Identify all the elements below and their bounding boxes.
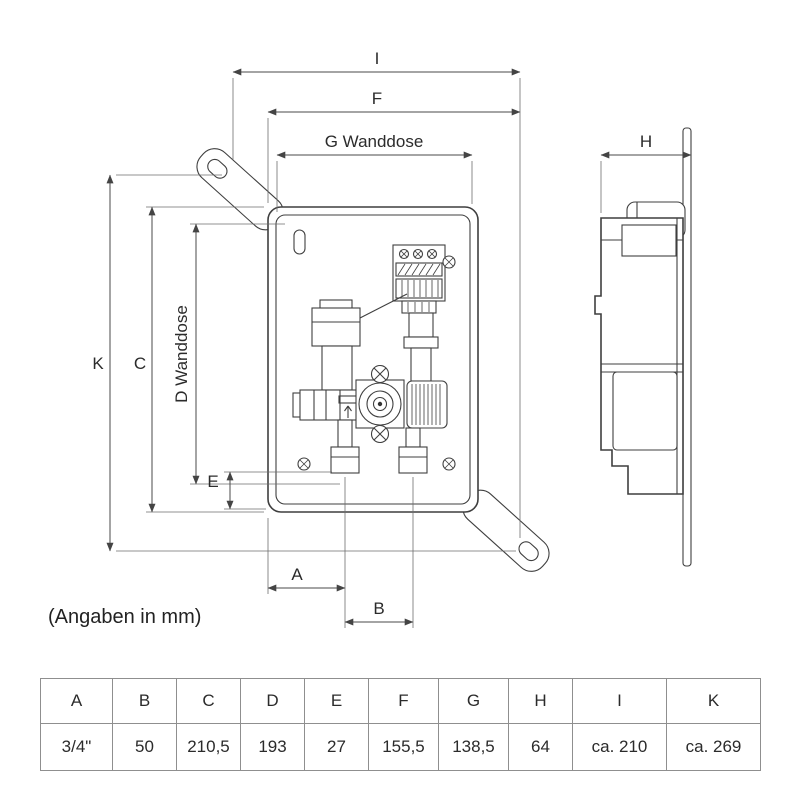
table-header-cell: D [240,678,305,724]
dim-label-e: E [207,472,218,491]
valve-assembly [355,364,448,444]
side-body [594,217,684,495]
dim-label-c: C [134,354,146,373]
table-header-cell: E [304,678,369,724]
outlet-ports [330,419,428,474]
units-note: (Angaben in mm) [48,606,202,628]
connector-stem [401,300,439,382]
left-inlet-assembly [292,293,408,421]
table-value-cell: 64 [508,723,573,771]
table-value-cell: ca. 210 [572,723,667,771]
screw-icon [442,457,456,471]
bleed-screw-icon [370,364,390,384]
table-value-cell: 3/4" [40,723,113,771]
table-header-cell: G [438,678,509,724]
table-value-cell: 138,5 [438,723,509,771]
front-view [196,148,550,572]
table-header-cell: C [176,678,241,724]
terminal-block [392,244,446,302]
table-header-row: A B C D E F G H I K [40,678,761,724]
wall-plate [682,127,692,567]
table-value-cell: 155,5 [368,723,439,771]
table-value-row: 3/4" 50 210,5 193 27 155,5 138,5 64 ca. … [40,723,761,771]
dim-label-k: K [92,354,104,373]
table-value-cell: 50 [112,723,177,771]
flow-arrow-icon [344,405,352,418]
table-header-cell: F [368,678,439,724]
dim-label-i: I [375,49,380,68]
table-header-cell: K [666,678,761,724]
dim-label-f: F [372,89,382,108]
dim-label-h: H [640,132,652,151]
table-header-cell: A [40,678,113,724]
bleed-screw-icon [370,424,390,444]
dimensions-table: A B C D E F G H I K 3/4" 50 210,5 193 27… [40,678,761,771]
table-value-cell: ca. 269 [666,723,761,771]
dim-label-a: A [291,565,303,584]
table-value-cell: 193 [240,723,305,771]
screw-icon [297,457,311,471]
side-view [594,127,692,567]
screw-icon [442,255,456,269]
bracket-slot [207,158,228,179]
ribbed-cartridge [406,380,448,429]
table-header-cell: H [508,678,573,724]
keyhole-slot [293,229,306,255]
table-header-cell: I [572,678,667,724]
dim-label-b: B [373,599,384,618]
table-header-cell: B [112,678,177,724]
dim-label-g-wanddose: G Wanddose [325,132,424,151]
bracket-slot [518,541,539,562]
table-value-cell: 210,5 [176,723,241,771]
dimension-lines: I F G Wanddose H K C D Wanddose E A B [92,49,692,628]
table-value-cell: 27 [304,723,369,771]
dim-label-d-wanddose: D Wanddose [172,305,191,403]
